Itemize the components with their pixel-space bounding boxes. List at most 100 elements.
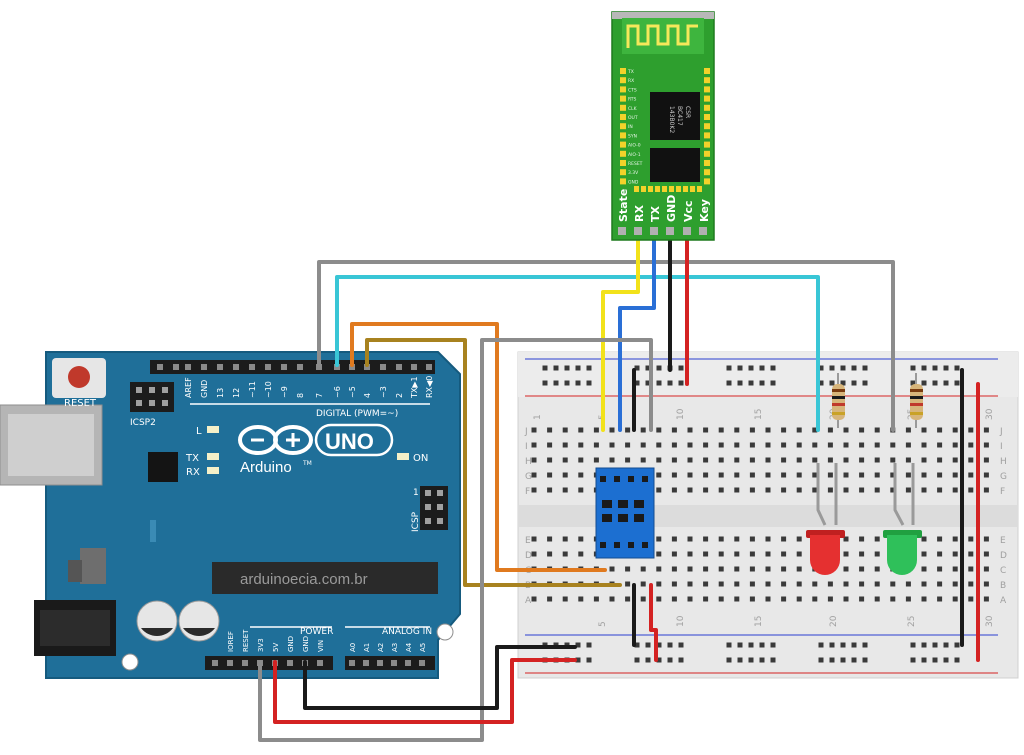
wire-cyan-pin6 [335, 275, 820, 432]
wire-yellow-rx [601, 230, 640, 432]
tx-led [207, 453, 219, 460]
bt-board-pin-label: GND [628, 179, 639, 185]
breadboard: 1 5 10 15 20 25 30 5 10 15 20 25 30 J I … [517, 351, 1019, 679]
icsp2-label: ICSP2 [130, 418, 156, 428]
bt-board-pin-label: CTS [628, 87, 637, 93]
digital-pin-label: ~9 [280, 386, 289, 398]
bt-pin-label: TX [649, 205, 662, 222]
power-pin-label: 5V [272, 643, 280, 652]
bt-board-pin-label: 3.3V [628, 170, 639, 176]
bb-row-g: G [525, 472, 532, 482]
bb-row-i-right: I [1000, 442, 1003, 452]
digital-pin-label: AREF [184, 377, 193, 398]
bt-board-pin-label: AIO-0 [628, 143, 641, 149]
wire-olive-pin4 [365, 338, 622, 587]
bb-row-h: H [525, 457, 532, 467]
digital-pin-label: 8 [296, 393, 305, 398]
power-pin-label: VIN [317, 640, 325, 652]
bb-row-h-right: H [1000, 457, 1007, 467]
bt-board-pin-label: RESET [628, 161, 643, 167]
power-pin-label: GND [302, 636, 310, 652]
digital-pin-label: 13 [216, 388, 225, 398]
bb-col-1: 1 [533, 414, 543, 420]
bb-col-10: 10 [676, 408, 686, 420]
bb-row-c-right: C [1000, 566, 1006, 576]
power-pin-label: 3V3 [257, 638, 265, 652]
arduino-brand: Arduino [240, 459, 292, 476]
bb-col-15: 15 [754, 409, 764, 420]
bb-col-30-bottom: 30 [985, 615, 995, 627]
digital-pin-label: 2 [395, 393, 404, 398]
analog-pin-label: A2 [377, 643, 385, 652]
bb-row-i: I [525, 442, 528, 452]
bb-row-g-right: G [1000, 472, 1007, 482]
bb-row-d-right: D [1000, 551, 1007, 561]
chip-line-1: CSR [684, 106, 691, 118]
power-label: POWER [300, 627, 333, 637]
uno-badge [314, 423, 394, 457]
digital-pin-label: TX▶1 [410, 376, 419, 399]
bt-board-pin-label: SYN [628, 133, 637, 139]
bt-pin-label: RX [633, 205, 646, 222]
icsp2-header [130, 382, 174, 412]
voltage-regulator [80, 548, 106, 584]
wire-gray-pin7 [317, 260, 895, 432]
on-label: ON [413, 453, 428, 464]
main-chip [212, 562, 438, 594]
analog-pin-label: A0 [349, 643, 357, 652]
power-pin-label: IOREF [227, 631, 235, 652]
bt-board-pin-label: OUT [628, 115, 638, 121]
digital-pin-label: RX◀0 [425, 376, 434, 398]
digital-pin-label: ~10 [264, 381, 273, 398]
bb-row-j: J [524, 427, 528, 437]
wire-orange-pin5 [350, 322, 607, 572]
digital-pin-label: GND [200, 380, 209, 398]
bb-row-j-right: J [999, 427, 1003, 437]
wire-gray-3v3 [258, 338, 653, 742]
reset-label: RESET [64, 398, 97, 409]
digital-pin-label: ~11 [248, 381, 257, 398]
resistor-1 [832, 373, 845, 428]
bb-row-e: E [525, 536, 531, 546]
l-label: L [196, 426, 202, 437]
watermark: arduinoecia.com.br [240, 571, 368, 588]
uno-text: UNO [325, 429, 374, 454]
mount-hole-2 [436, 623, 454, 641]
analog-pin-label: A3 [391, 643, 399, 652]
chip-line-2: BC417 [676, 106, 683, 126]
bt-board-pin-label: RX [628, 78, 634, 84]
bb-col-5-bottom: 5 [598, 621, 608, 627]
digital-pin-label: 7 [315, 393, 324, 398]
power-pin-label: GND [287, 636, 295, 652]
analog-header [345, 656, 435, 670]
bb-row-f: F [525, 487, 530, 497]
resistor-2 [910, 373, 923, 428]
bb-row-a-right: A [1000, 596, 1007, 606]
bb-row-a: A [525, 596, 532, 606]
chip-line-3: 143B0K2 [668, 106, 675, 133]
bt-pin-label: GND [665, 195, 678, 222]
digital-pin-label: 4 [363, 393, 372, 398]
bb-row-f-right: F [1000, 487, 1005, 497]
digital-pin-label: 12 [232, 388, 241, 398]
wire-black-gnd [303, 645, 577, 710]
bb-row-d: D [525, 551, 532, 561]
bt-board-pin-label: RTS [628, 97, 637, 103]
bt-chip [650, 92, 700, 140]
reset-button-cap[interactable] [68, 366, 90, 388]
bb-col-10-bottom: 10 [676, 615, 686, 627]
bt-chip-2 [650, 148, 700, 182]
power-header [205, 656, 333, 670]
digital-pin-label: ~5 [348, 386, 357, 398]
rx-label: RX [186, 467, 200, 478]
wire-red-5v [273, 658, 577, 724]
bt-board-pin-label: CLK [628, 106, 638, 112]
bb-col-15-bottom: 15 [754, 616, 764, 627]
power-pin-label: RESET [242, 629, 250, 652]
bt-board-pin-label: AIO-1 [628, 152, 641, 158]
bt-pin-label: Vcc [682, 200, 695, 222]
bt-board-pin-label: TX [627, 69, 634, 75]
analog-pin-label: A5 [419, 643, 427, 652]
